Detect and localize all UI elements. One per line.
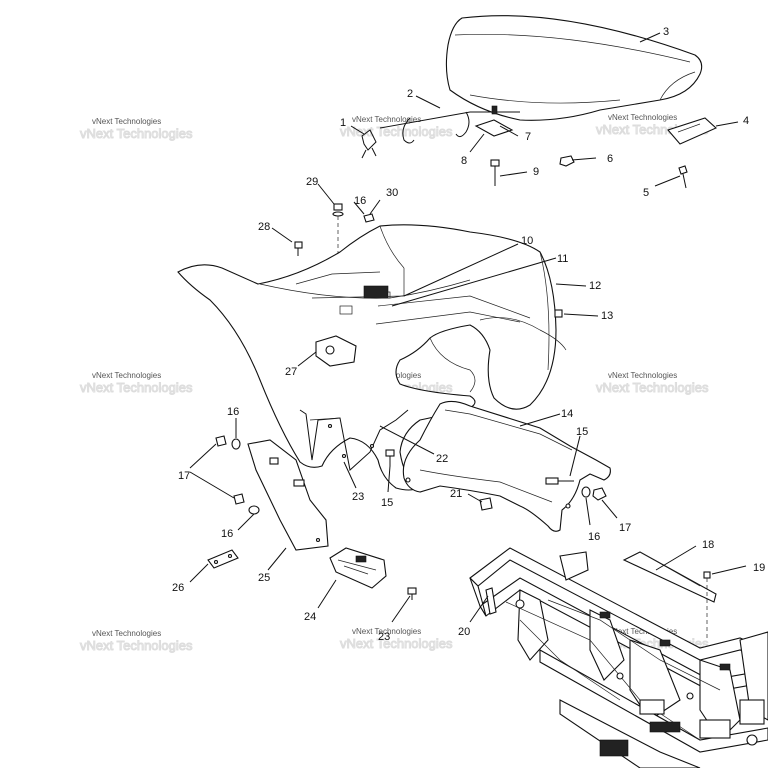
seat-bracket-part (474, 105, 514, 137)
watermark: vNext Technologies (608, 113, 677, 122)
callout-12: 12 (589, 280, 601, 292)
watermark-shadow: vNext Technologies (596, 380, 709, 395)
watermark: vNext Technologies (608, 627, 677, 636)
fender-plate-27 (315, 335, 357, 367)
fastener-16-left-bottom (248, 505, 260, 515)
fastener-15-mid (385, 449, 395, 466)
callout-25: 25 (258, 572, 270, 584)
mud-flap-part (247, 439, 329, 551)
callout-17-left: 17 (178, 470, 190, 482)
fastener-16-left-top (231, 438, 241, 450)
callout-29: 29 (306, 176, 318, 188)
bracket-26 (207, 549, 239, 569)
callout-16-top: 16 (354, 195, 366, 207)
callout-27: 27 (285, 366, 297, 378)
callout-15-right: 15 (576, 426, 588, 438)
side-panel-part (402, 400, 611, 532)
fastener-17-left-top (215, 435, 227, 447)
seat-part (445, 15, 703, 121)
callout-18: 18 (702, 539, 714, 551)
rear-fender-part (177, 224, 567, 491)
callout-4: 4 (743, 115, 749, 127)
callout-16-left-bottom: 16 (221, 528, 233, 540)
watermark: vNext Technologies (352, 115, 421, 124)
callout-30: 30 (386, 187, 398, 199)
frame-part (469, 547, 768, 768)
fastener-19 (703, 571, 711, 640)
fastener-17-right (592, 487, 607, 501)
nut-6 (559, 155, 575, 167)
callout-17-right: 17 (619, 522, 631, 534)
callout-16-right: 16 (588, 531, 600, 543)
callout-22: 22 (436, 453, 448, 465)
callout-11: 11 (557, 253, 568, 265)
watermark: vNext Technologies (92, 629, 161, 638)
fastener-16-right (581, 486, 591, 498)
callout-9: 9 (533, 166, 539, 178)
screw-5 (678, 165, 688, 189)
callout-3: 3 (663, 26, 669, 38)
callout-1: 1 (340, 117, 346, 129)
callout-26: 26 (172, 582, 184, 594)
callout-23-lower: 23 (378, 631, 390, 643)
callout-21: 21 (450, 488, 462, 500)
seat-latch-rod-part (379, 111, 520, 144)
rear-brace-18 (622, 551, 717, 603)
fastener-29 (332, 203, 344, 217)
fastener-17-left-bottom (233, 493, 245, 505)
speed-nut-13 (554, 309, 563, 318)
watermark: vNext Technologies (92, 117, 161, 126)
callout-15-mid: 15 (381, 497, 393, 509)
splash-guard-part (299, 409, 409, 471)
watermark-shadow: vNext Technologies (80, 638, 193, 653)
callout-2: 2 (407, 88, 413, 100)
bolt-9 (490, 159, 500, 186)
seat-hook-part (361, 129, 377, 159)
fastener-15-right (545, 477, 574, 485)
watermark: vNext Technologies (92, 371, 161, 380)
callout-labels: 3 2 1 4 7 8 6 9 5 29 30 16 28 10 11 12 1… (172, 26, 765, 643)
callout-13: 13 (601, 310, 613, 322)
callout-28: 28 (258, 221, 270, 233)
heat-shield-part (667, 117, 717, 145)
callout-5: 5 (643, 187, 649, 199)
fastener-28 (294, 241, 303, 256)
watermark-shadow: vNext Technologies (340, 124, 453, 139)
watermark-shadow: vNext Technologies (80, 380, 193, 395)
bracket-24 (329, 547, 387, 589)
watermark-shadow: vNext Technologies (340, 636, 453, 651)
callout-16-left-top: 16 (227, 406, 239, 418)
callout-10: 10 (521, 235, 533, 247)
callout-20: 20 (458, 626, 470, 638)
watermark-shadow: vNext Technologies (80, 126, 193, 141)
callout-19: 19 (753, 562, 765, 574)
callout-24: 24 (304, 611, 316, 623)
watermark: vNext Technologies (352, 627, 421, 636)
plug-21 (479, 497, 493, 511)
callout-8: 8 (461, 155, 467, 167)
callout-6: 6 (607, 153, 613, 165)
callout-14: 14 (561, 408, 573, 420)
callout-7: 7 (525, 131, 531, 143)
fastener-23-lower (407, 587, 417, 600)
leader-lines (189, 32, 747, 623)
watermark: vNext Technologies (608, 371, 677, 380)
callout-23-mid: 23 (352, 491, 364, 503)
